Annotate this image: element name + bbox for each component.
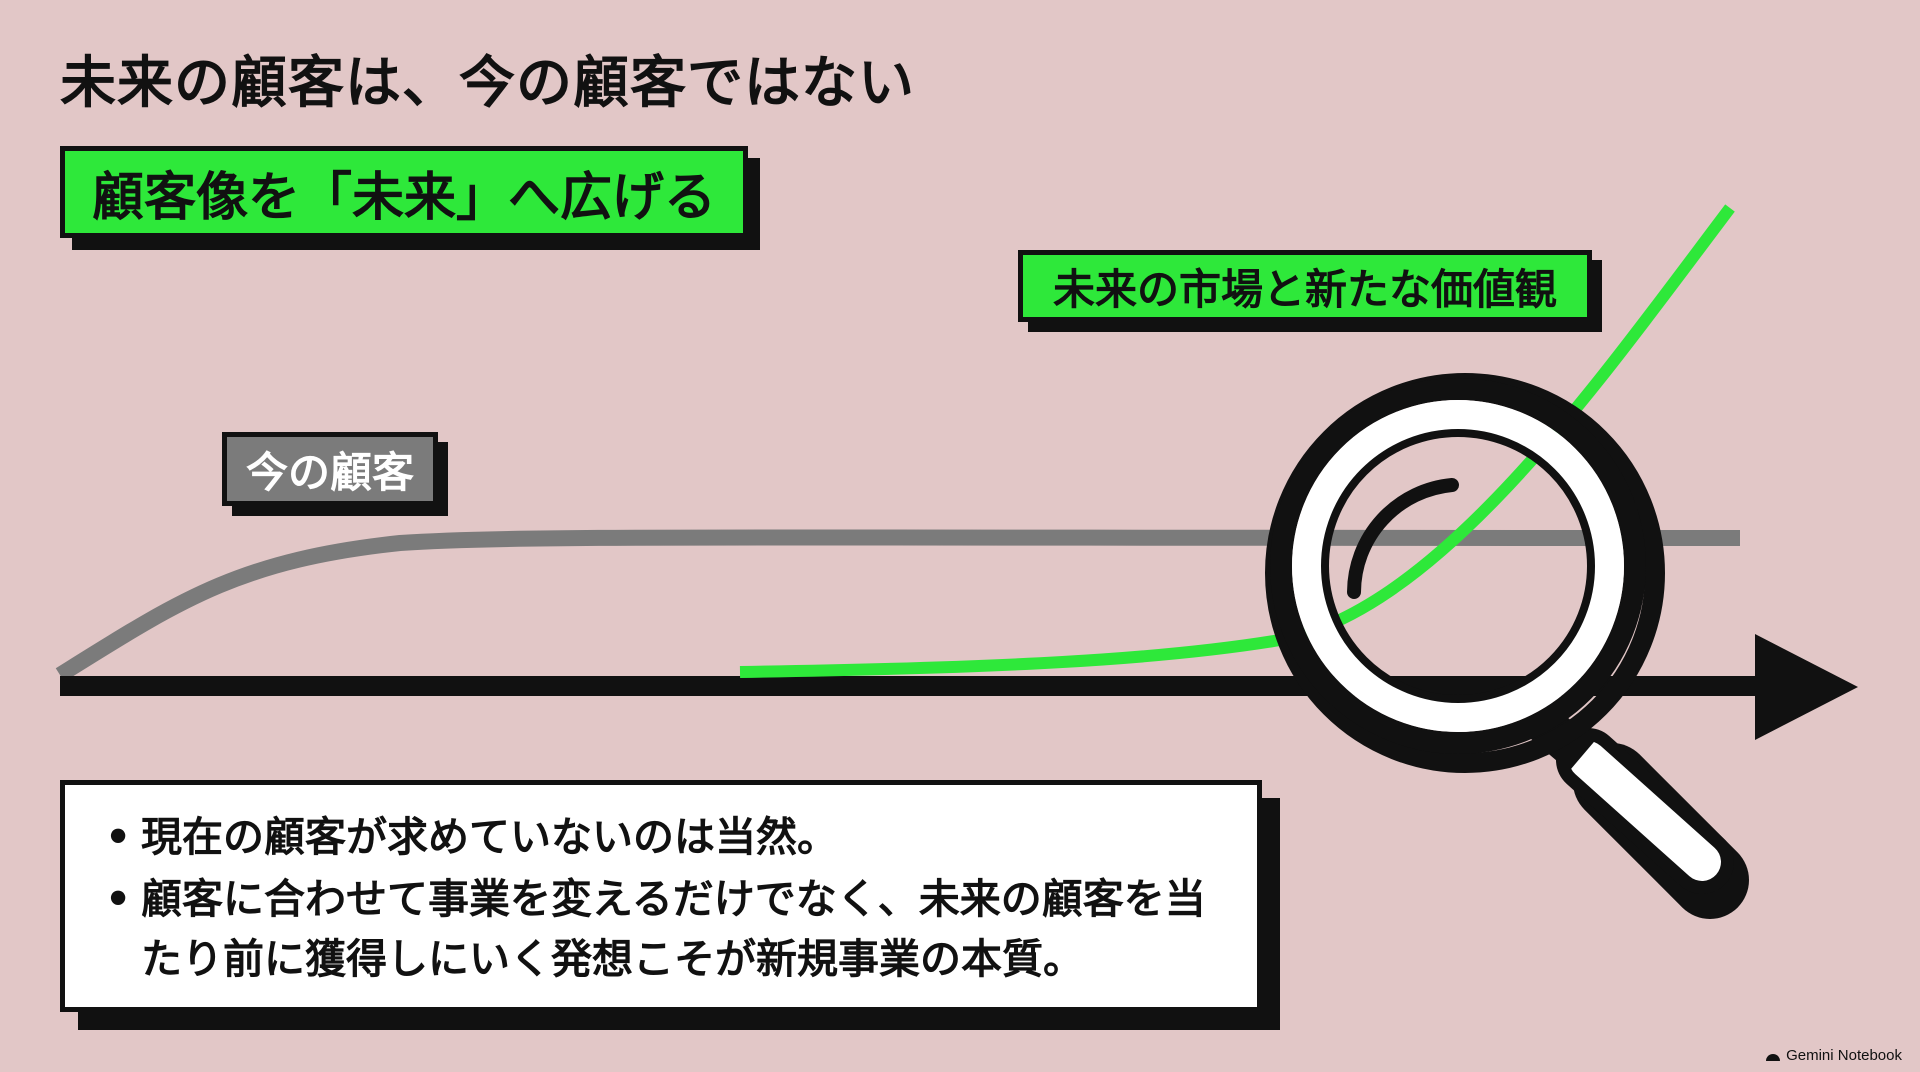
bullet-item: • 現在の顧客が求めていないのは当然。 xyxy=(105,807,1227,867)
current-customer-label: 今の顧客 xyxy=(222,432,438,506)
bullet-marker: • xyxy=(105,813,132,861)
bullet-marker: • xyxy=(105,875,132,923)
summary-box: • 現在の顧客が求めていないのは当然。 • 顧客に合わせて事業を変えるだけでなく… xyxy=(60,780,1262,1012)
branding: Gemini Notebook xyxy=(1766,1047,1902,1064)
subtitle-text: 顧客像を「未来」へ広げる xyxy=(91,167,716,228)
bullet-text: 現在の顧客が求めていないのは当然。 xyxy=(141,813,838,861)
brand-logo-icon xyxy=(1766,1053,1781,1061)
future-market-label-text: 未来の市場と新たな価値観 xyxy=(1052,264,1557,314)
bullet-text: 顧客に合わせて事業を変えるだけでなく、未来の顧客を当たり前に獲得しにいく発想こそ… xyxy=(141,875,1206,983)
magnifying-glass-icon xyxy=(1265,373,1749,919)
bullet-list: • 現在の顧客が求めていないのは当然。 • 顧客に合わせて事業を変えるだけでなく… xyxy=(105,807,1227,989)
future-market-label: 未来の市場と新たな価値観 xyxy=(1018,250,1592,322)
bullet-item: • 顧客に合わせて事業を変えるだけでなく、未来の顧客を当たり前に獲得しにいく発想… xyxy=(105,869,1227,989)
page-title: 未来の顧客は、今の顧客ではない xyxy=(60,51,915,116)
branding-text: Gemini Notebook xyxy=(1786,1047,1902,1064)
current-customer-curve xyxy=(55,529,1741,682)
current-customer-label-text: 今の顧客 xyxy=(245,447,414,497)
arrow-right-icon xyxy=(1755,634,1858,740)
subtitle-box: 顧客像を「未来」へ広げる xyxy=(60,146,748,238)
